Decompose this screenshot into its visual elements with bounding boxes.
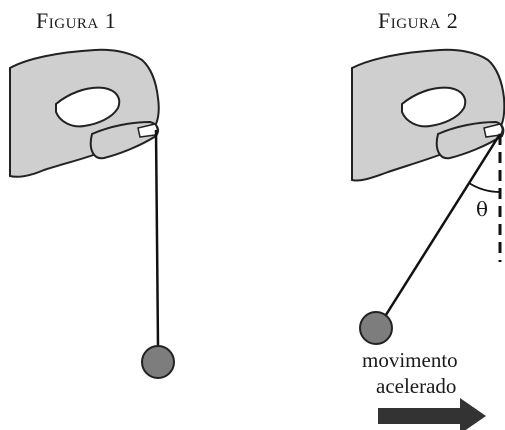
hand-1-icon bbox=[9, 48, 160, 178]
hand-2-fold bbox=[401, 86, 467, 128]
hand-1-fold bbox=[55, 86, 121, 128]
hand-2-icon bbox=[351, 48, 505, 182]
acceleration-arrow-icon bbox=[378, 398, 486, 430]
figure-2-title: Figura 2 bbox=[378, 8, 459, 33]
figure-1 bbox=[9, 48, 175, 379]
pendulum-2-string bbox=[382, 133, 502, 319]
motion-label-line-2: acelerado bbox=[376, 374, 457, 398]
angle-arc bbox=[468, 182, 501, 193]
pendulum-1-string bbox=[154, 129, 160, 347]
pendulum-1-bob bbox=[141, 345, 175, 379]
angle-theta-label: θ bbox=[476, 197, 488, 221]
pendulum-2-bob bbox=[359, 311, 393, 345]
motion-label-line-1: movimento bbox=[362, 348, 458, 372]
figure-2: θ bbox=[351, 48, 505, 430]
figure-1-title: Figura 1 bbox=[36, 8, 117, 33]
